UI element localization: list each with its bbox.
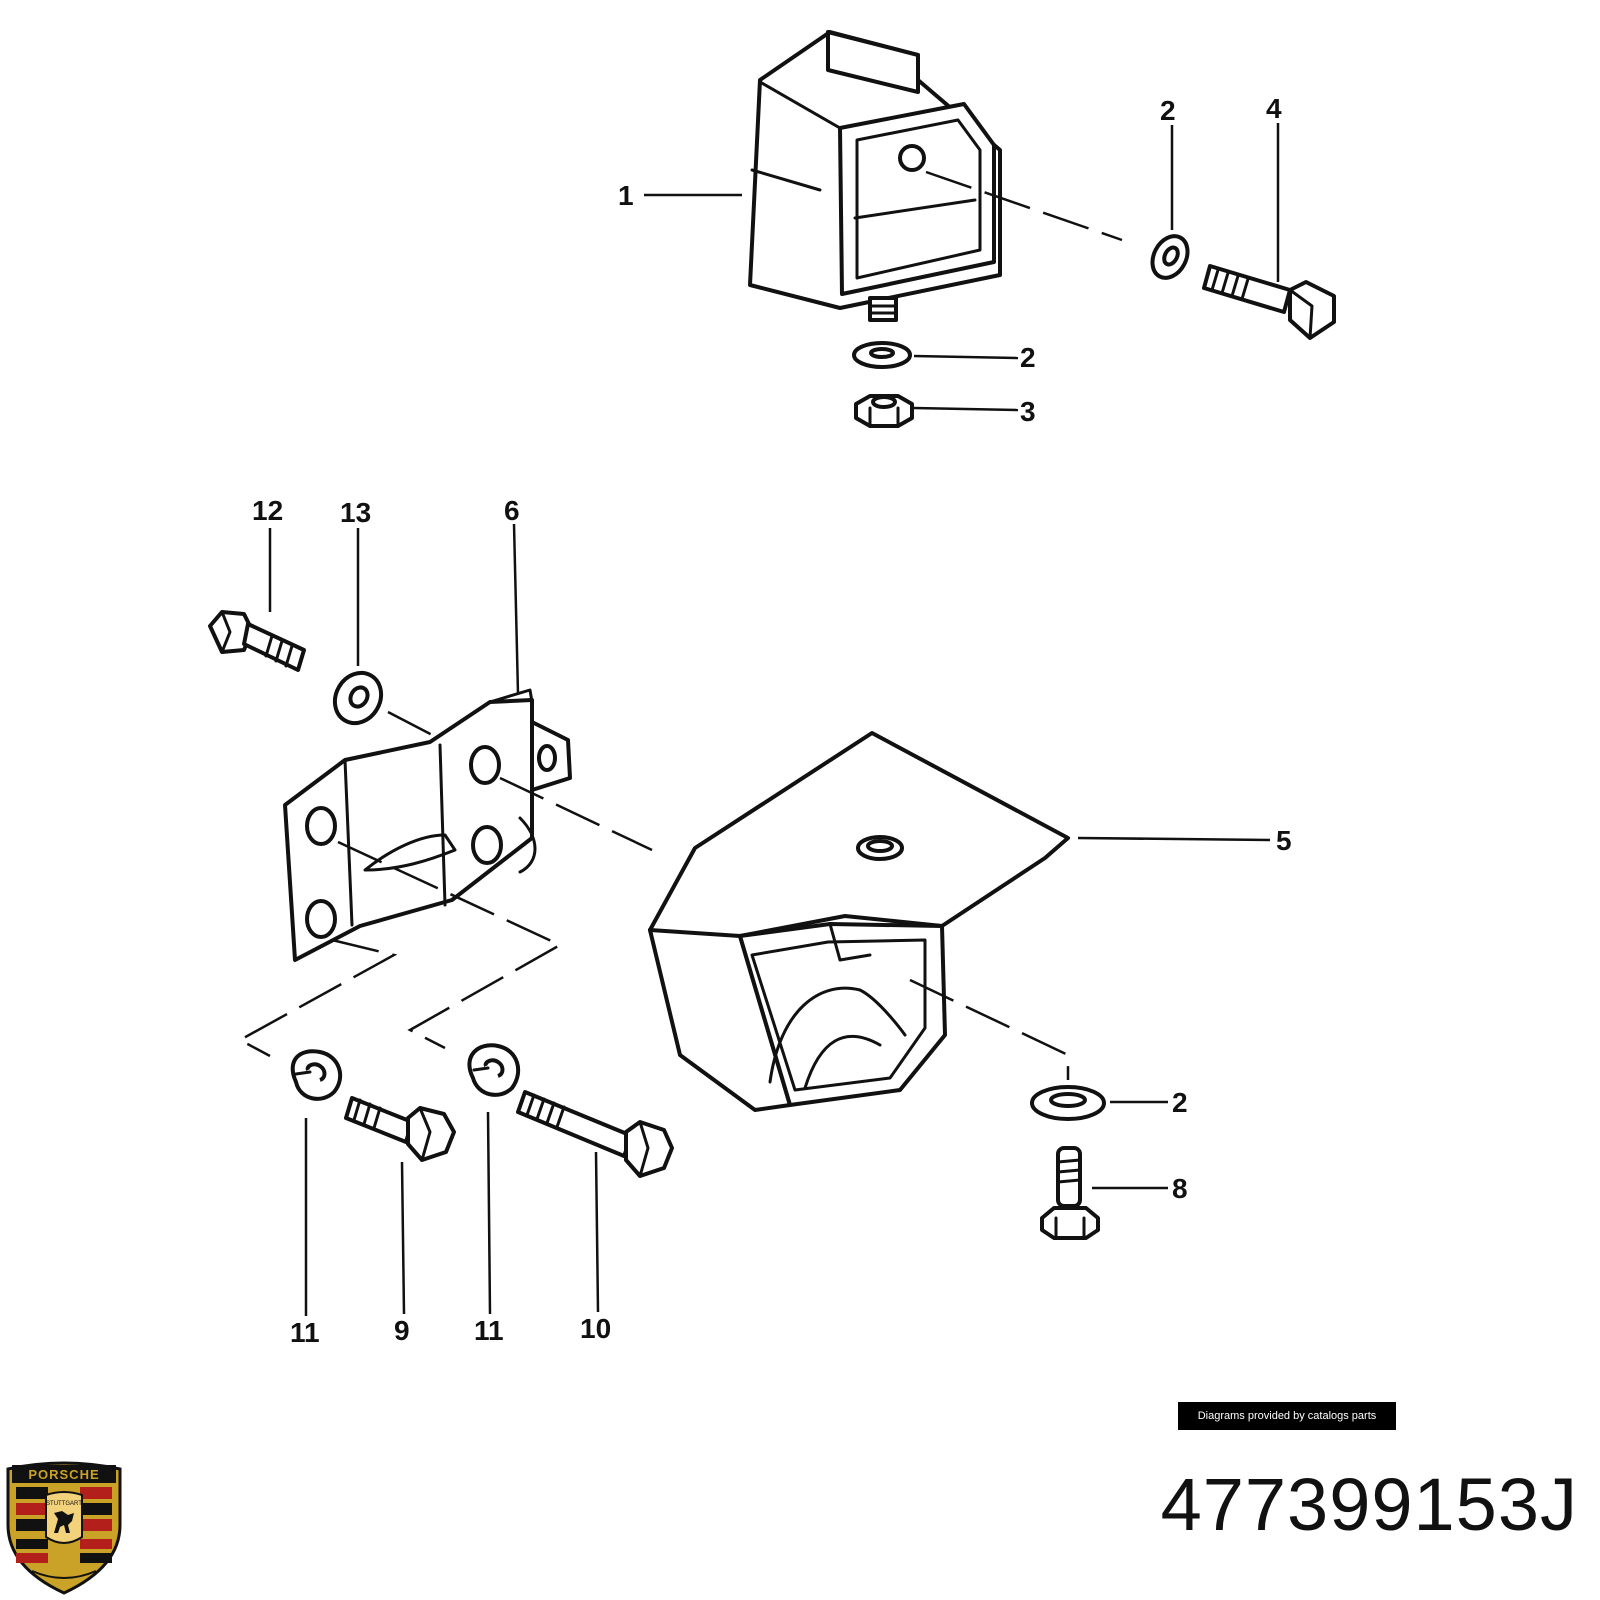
callout-1: 1: [618, 180, 634, 211]
part-8-stud-bolt: [1040, 1146, 1100, 1240]
callout-8: 8: [1172, 1173, 1188, 1204]
part-2-washer-lower: [1030, 1085, 1106, 1121]
callout-12: 12: [252, 495, 283, 526]
part-13-washer: [332, 670, 384, 726]
callout-6: 6: [504, 495, 520, 526]
part-11-lock-washer-right: [467, 1043, 521, 1097]
diagram-credit-bar: Diagrams provided by catalogs parts: [1178, 1402, 1396, 1430]
part-6-bracket: [283, 688, 572, 962]
callout-11-left: 11: [290, 1317, 320, 1348]
part-5-large-mount: [648, 731, 1070, 1112]
callout-2-upper: 2: [1160, 95, 1176, 126]
exploded-view-lines: [237, 170, 1123, 1080]
part-1-engine-mount: [748, 30, 1002, 322]
svg-text:PORSCHE: PORSCHE: [28, 1467, 99, 1482]
part-2-washer-upper: [1150, 234, 1190, 280]
part-4-bolt: [1202, 264, 1336, 340]
callout-2-middle: 2: [1020, 342, 1036, 373]
part-12-bolt: [208, 610, 306, 672]
leader-lines: [268, 123, 1280, 1316]
part-11-lock-washer-left: [290, 1049, 343, 1101]
porsche-crest-logo: PORSCHE STUTTGART: [6, 1461, 122, 1595]
callout-2-lower: 2: [1172, 1087, 1188, 1118]
callout-3: 3: [1020, 396, 1036, 427]
callout-10: 10: [580, 1313, 611, 1344]
callout-11-right: 11: [474, 1315, 504, 1346]
callout-numbers: 1 2 4 2 3 12 13 6 5 2 8 11 9 11 10: [252, 93, 1292, 1348]
callout-4: 4: [1266, 93, 1282, 124]
part-number: 477399153J: [1160, 1463, 1578, 1546]
svg-text:STUTTGART: STUTTGART: [46, 1501, 82, 1507]
callout-5: 5: [1276, 825, 1292, 856]
part-9-bolt: [344, 1096, 456, 1162]
part-3-nut: [854, 394, 914, 428]
callout-13: 13: [340, 497, 371, 528]
part-2-washer-middle: [852, 341, 912, 369]
part-10-long-bolt: [516, 1090, 674, 1178]
callout-9: 9: [394, 1315, 410, 1346]
